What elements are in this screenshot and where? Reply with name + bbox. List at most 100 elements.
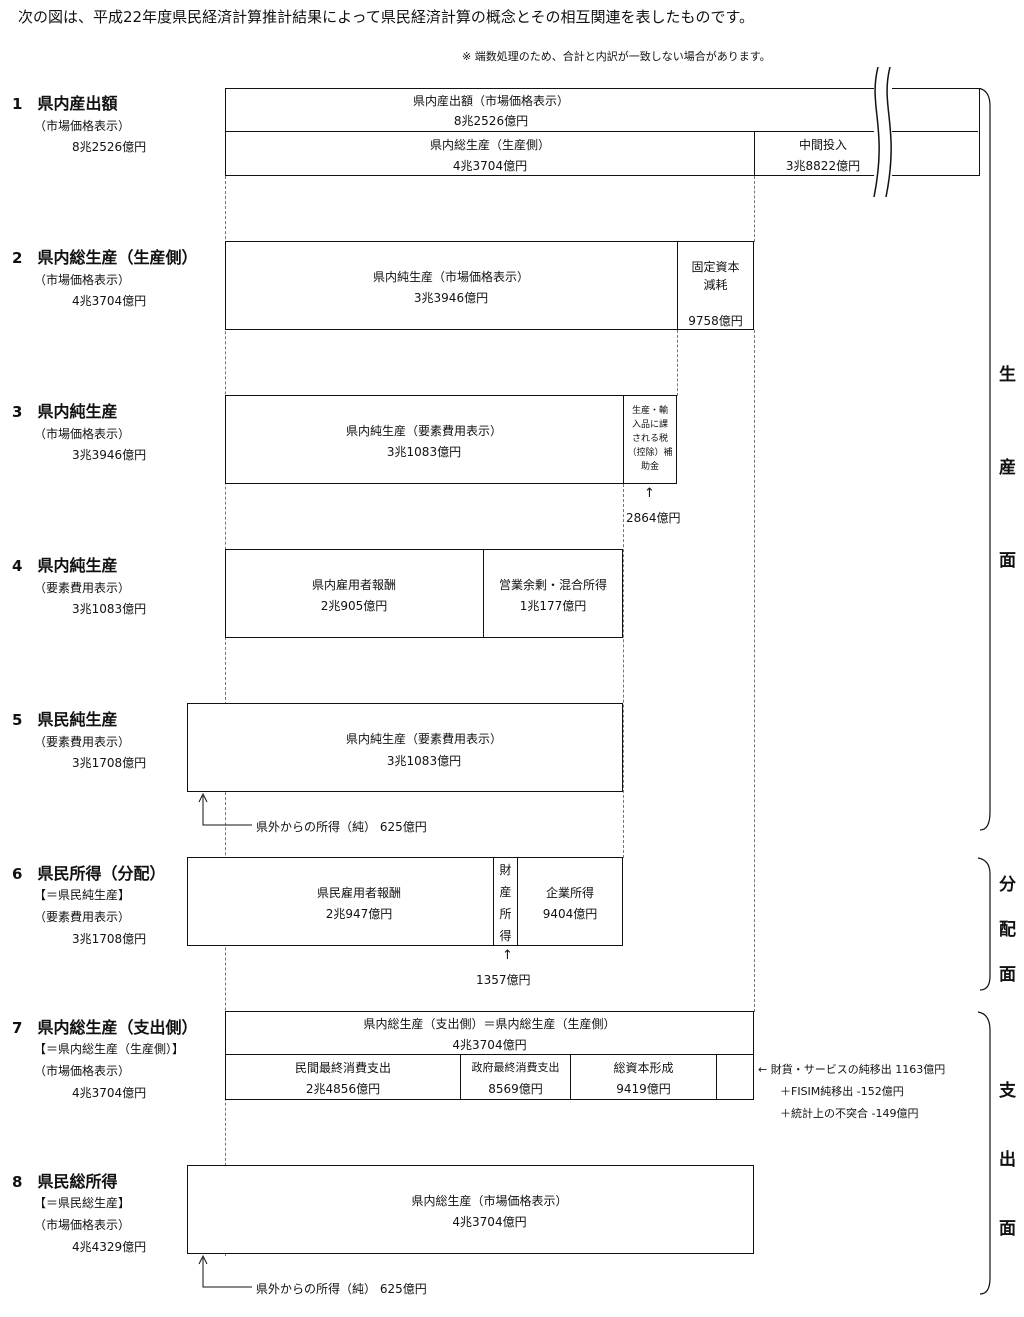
section-5-label: 5 県民純生産 xyxy=(12,710,118,729)
capital-formation-value: 9419億円 xyxy=(616,1082,671,1096)
section-7-value: 4兆3704億円 xyxy=(72,1086,147,1100)
depreciation-value: 9758億円 xyxy=(688,314,743,328)
operating-surplus-value: 1兆177億円 xyxy=(519,599,587,613)
property-income-char-4: 得 xyxy=(499,929,512,943)
box-nnp: 県内純生産（要素費用表示） 3兆1083億円 xyxy=(187,703,623,792)
private-consumption-label: 民間最終消費支出 xyxy=(294,1061,391,1075)
corporate-income-label: 企業所得 xyxy=(545,886,594,900)
section-7-sub: （市場価格表示） xyxy=(34,1064,131,1078)
intermediate-value: 3兆8822億円 xyxy=(785,159,861,173)
section-4-value: 3兆1083億円 xyxy=(72,602,147,616)
side-expenditure-1: 支 xyxy=(999,1081,1016,1101)
indirect-tax-line-3: される税 xyxy=(631,434,668,444)
government-consumption-value: 8569億円 xyxy=(488,1082,543,1096)
box-gdp-expenditure: 県内総生産（支出側）＝県内総生産（生産側） 4兆3704億円 民間最終消費支出 … xyxy=(225,1011,754,1100)
indirect-tax-line-5: 助金 xyxy=(640,462,659,472)
property-arrow-icon: ↑ xyxy=(502,948,513,963)
section-2-sub: （市場価格表示） xyxy=(34,273,131,287)
side-production-1: 生 xyxy=(999,365,1016,385)
box-gdp-production: 県内純生産（市場価格表示） 3兆3946億円 固定資本 減耗 9758億円 xyxy=(225,241,754,330)
side-distribution-3: 面 xyxy=(999,965,1016,985)
fisim-note: ＋FISIM純移出 -152億円 xyxy=(780,1085,904,1098)
corporate-income-value: 9404億円 xyxy=(542,907,598,921)
gdp-value: 4兆3704億円 xyxy=(452,159,528,173)
ndp-market-value: 3兆3946億円 xyxy=(413,291,489,305)
indirect-tax-line-4: （控除）補 xyxy=(627,448,673,458)
rounding-note: ※ 端数処理のため、合計と内訳が一致しない場合があります。 xyxy=(462,50,771,63)
box-ndp-factor: 県内雇用者報酬 2兆905億円 営業余剰・混合所得 1兆177億円 xyxy=(225,549,623,638)
income-arrow-icon-5 xyxy=(198,792,252,826)
section-8-sub0: 【＝県民総生産】 xyxy=(34,1196,131,1210)
ndp-factor-value: 3兆1083億円 xyxy=(386,445,462,459)
section-4-sub: （要素費用表示） xyxy=(34,581,131,595)
domestic-compensation-value: 2兆905億円 xyxy=(320,599,388,613)
government-consumption-label: 政府最終消費支出 xyxy=(471,1061,560,1074)
nnp-inner-label: 県内純生産（要素費用表示） xyxy=(345,732,502,746)
gni-inner-label: 県内総生産（市場価格表示） xyxy=(411,1194,568,1208)
section-6-sub0: 【＝県民純生産】 xyxy=(34,888,131,902)
property-income-char-2: 産 xyxy=(499,885,512,899)
income-from-abroad-8: 県外からの所得（純） 625億円 xyxy=(256,1282,427,1296)
income-from-abroad-5: 県外からの所得（純） 625億円 xyxy=(256,820,427,834)
section-7-label: 7 県内総生産（支出側） xyxy=(12,1018,198,1037)
national-compensation-value: 2兆947億円 xyxy=(325,907,393,921)
section-8-sub: （市場価格表示） xyxy=(34,1218,131,1232)
output-value: 8兆2526億円 xyxy=(453,114,529,128)
section-3-value: 3兆3946億円 xyxy=(72,448,147,462)
gni-inner-value: 4兆3704億円 xyxy=(452,1215,527,1229)
gdp-label: 県内総生産（生産側） xyxy=(429,138,550,152)
indirect-tax-line-1: 生産・輸 xyxy=(631,406,668,416)
side-expenditure-3: 面 xyxy=(999,1219,1016,1239)
section-8-value: 4兆4329億円 xyxy=(72,1240,147,1254)
side-expenditure-2: 出 xyxy=(999,1150,1016,1170)
property-income-char-3: 所 xyxy=(499,907,512,921)
box-gni: 県内総生産（市場価格表示） 4兆3704億円 xyxy=(187,1165,754,1254)
intro-text: 次の図は、平成22年度県民経済計算推計結果によって県民経済計算の概念とその相互関… xyxy=(18,8,754,26)
domestic-compensation-label: 県内雇用者報酬 xyxy=(311,578,396,592)
side-distribution-1: 分 xyxy=(999,875,1016,895)
property-income-char-1: 財 xyxy=(499,863,512,877)
net-exports-note: ← 財貨・サービスの純移出 1163億円 xyxy=(758,1063,946,1076)
section-1-value: 8兆2526億円 xyxy=(72,140,147,154)
section-3-sub: （市場価格表示） xyxy=(34,427,131,441)
section-5-sub: （要素費用表示） xyxy=(34,735,131,749)
section-2-label: 2 県内総生産（生産側） xyxy=(12,248,198,267)
property-income-value: 1357億円 xyxy=(476,973,531,987)
section-8-label: 8 県民総所得 xyxy=(12,1172,118,1191)
ndp-market-label: 県内純生産（市場価格表示） xyxy=(372,270,529,284)
section-1-sub: （市場価格表示） xyxy=(34,119,131,133)
box-national-income: 県民雇用者報酬 2兆947億円 財 産 所 得 企業所得 9404億円 xyxy=(187,857,623,946)
private-consumption-value: 2兆4856億円 xyxy=(305,1082,381,1096)
indirect-tax-line-2: 入品に課 xyxy=(631,420,668,430)
depreciation-label-2: 減耗 xyxy=(703,278,728,292)
depreciation-label-1: 固定資本 xyxy=(691,260,740,274)
box-output: 県内産出額（市場価格表示） 8兆2526億円 県内総生産（生産側） 4兆3704… xyxy=(225,67,980,197)
section-3-label: 3 県内純生産 xyxy=(12,402,118,421)
income-arrow-icon-8 xyxy=(198,1254,252,1288)
discrepancy-note: ＋統計上の不突合 -149億円 xyxy=(780,1107,919,1120)
box-ndp-market: 県内純生産（要素費用表示） 3兆1083億円 生産・輸 入品に課 される税 （控… xyxy=(225,395,677,484)
side-braces-icon xyxy=(977,88,991,1295)
section-7-sub0: 【＝県内総生産（生産側）】 xyxy=(34,1042,185,1056)
output-label: 県内産出額（市場価格表示） xyxy=(412,94,569,108)
section-1-label: 1 県内産出額 xyxy=(12,94,118,113)
tax-arrow-icon: ↑ xyxy=(644,486,655,501)
nnp-inner-value: 3兆1083億円 xyxy=(386,754,462,768)
section-4-label: 4 県内純生産 xyxy=(12,556,118,575)
section-6-sub: （要素費用表示） xyxy=(34,910,131,924)
section-6-label: 6 県民所得（分配） xyxy=(12,864,166,883)
section-2-value: 4兆3704億円 xyxy=(72,294,147,308)
ndp-factor-label: 県内純生産（要素費用表示） xyxy=(345,424,502,438)
section-5-value: 3兆1708億円 xyxy=(72,756,147,770)
indirect-tax-value: 2864億円 xyxy=(626,511,681,525)
side-production-3: 面 xyxy=(999,551,1016,571)
capital-formation-label: 総資本形成 xyxy=(613,1061,674,1075)
break-mark-icon xyxy=(873,67,892,197)
gdp-expenditure-label: 県内総生産（支出側）＝県内総生産（生産側） xyxy=(363,1017,616,1031)
gdp-expenditure-value: 4兆3704億円 xyxy=(452,1038,527,1052)
national-compensation-label: 県民雇用者報酬 xyxy=(316,886,401,900)
guide-line-ndp xyxy=(677,330,678,396)
side-production-2: 産 xyxy=(999,458,1016,478)
guide-line-nfc xyxy=(623,484,624,858)
guide-line-gdp-2 xyxy=(754,330,755,1012)
